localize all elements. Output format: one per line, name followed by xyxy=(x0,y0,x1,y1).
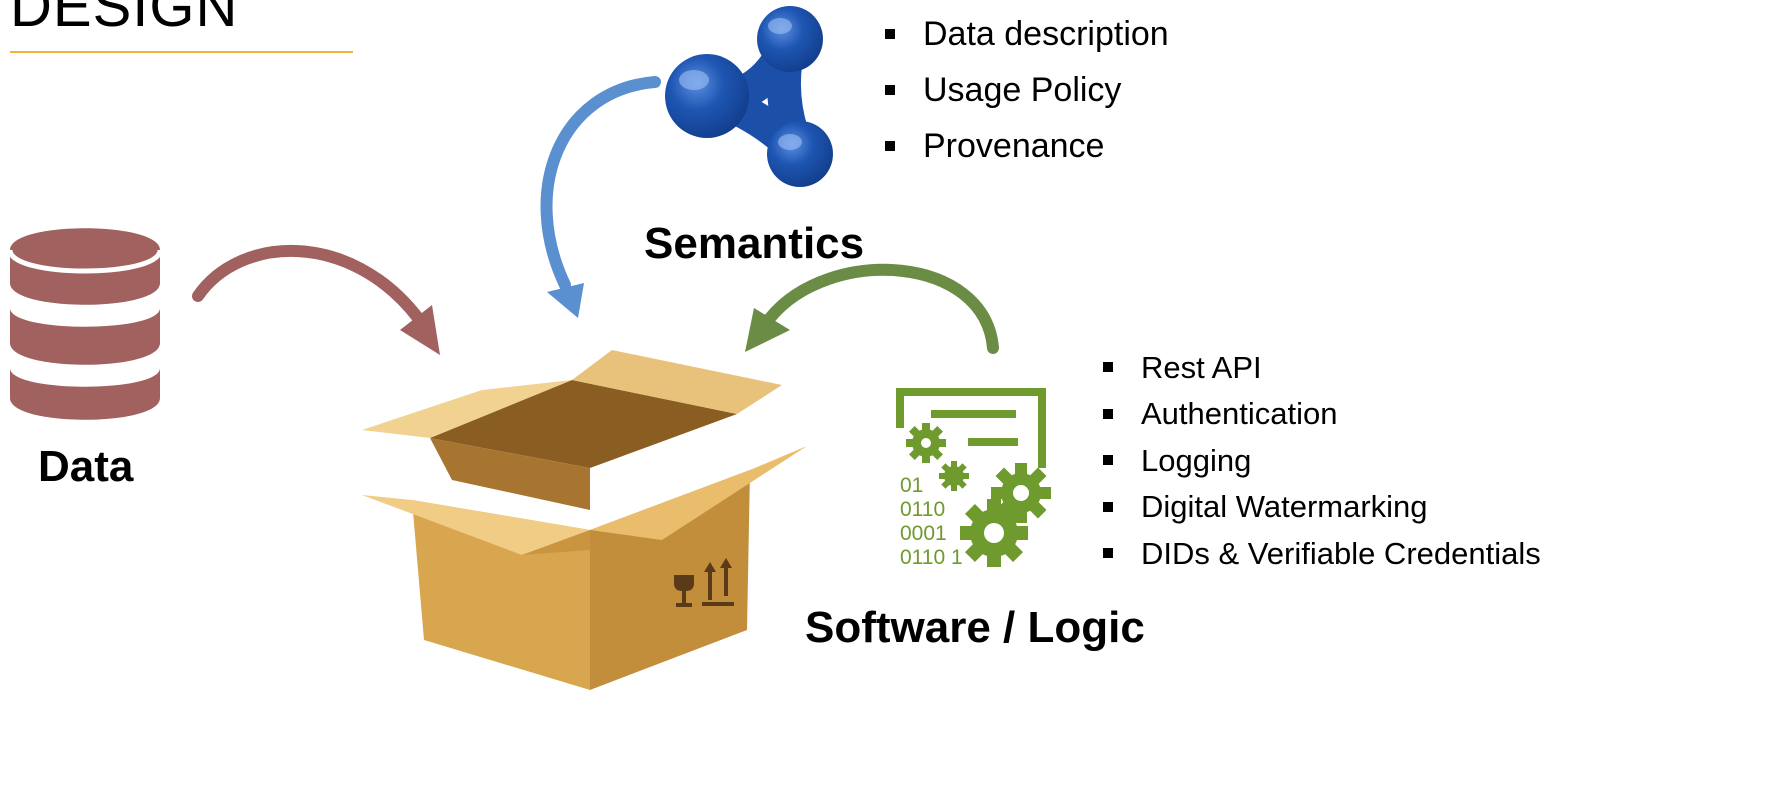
database-icon xyxy=(7,228,163,420)
software-gears-icon: 01 0110 0001 0110 1 xyxy=(896,388,1051,569)
data-label: Data xyxy=(38,442,134,491)
software-item: Authentication xyxy=(1103,391,1541,438)
fragile-symbol xyxy=(674,558,734,607)
software-item: Digital Watermarking xyxy=(1103,484,1541,531)
binary-line: 0110 xyxy=(900,498,945,521)
software-item: Rest API xyxy=(1103,344,1541,391)
binary-line: 01 xyxy=(900,474,923,497)
semantic-network-icon xyxy=(665,6,833,187)
semantics-list: Data description Usage Policy Provenance xyxy=(885,6,1169,174)
title-underline xyxy=(10,51,353,53)
page-title: DESIGN xyxy=(10,0,239,39)
semantics-label: Semantics xyxy=(644,219,865,268)
software-logic-label: Software / Logic xyxy=(805,603,1145,652)
software-item: Logging xyxy=(1103,437,1541,484)
semantics-item: Data description xyxy=(885,6,1169,62)
software-list: Rest API Authentication Logging Digital … xyxy=(1103,344,1541,577)
binary-line: 0001 xyxy=(900,522,947,545)
semantics-item: Usage Policy xyxy=(885,62,1169,118)
software-item: DIDs & Verifiable Credentials xyxy=(1103,530,1541,577)
binary-line: 0110 1 xyxy=(900,546,963,569)
cardboard-box-icon xyxy=(362,350,807,690)
semantics-item: Provenance xyxy=(885,118,1169,174)
